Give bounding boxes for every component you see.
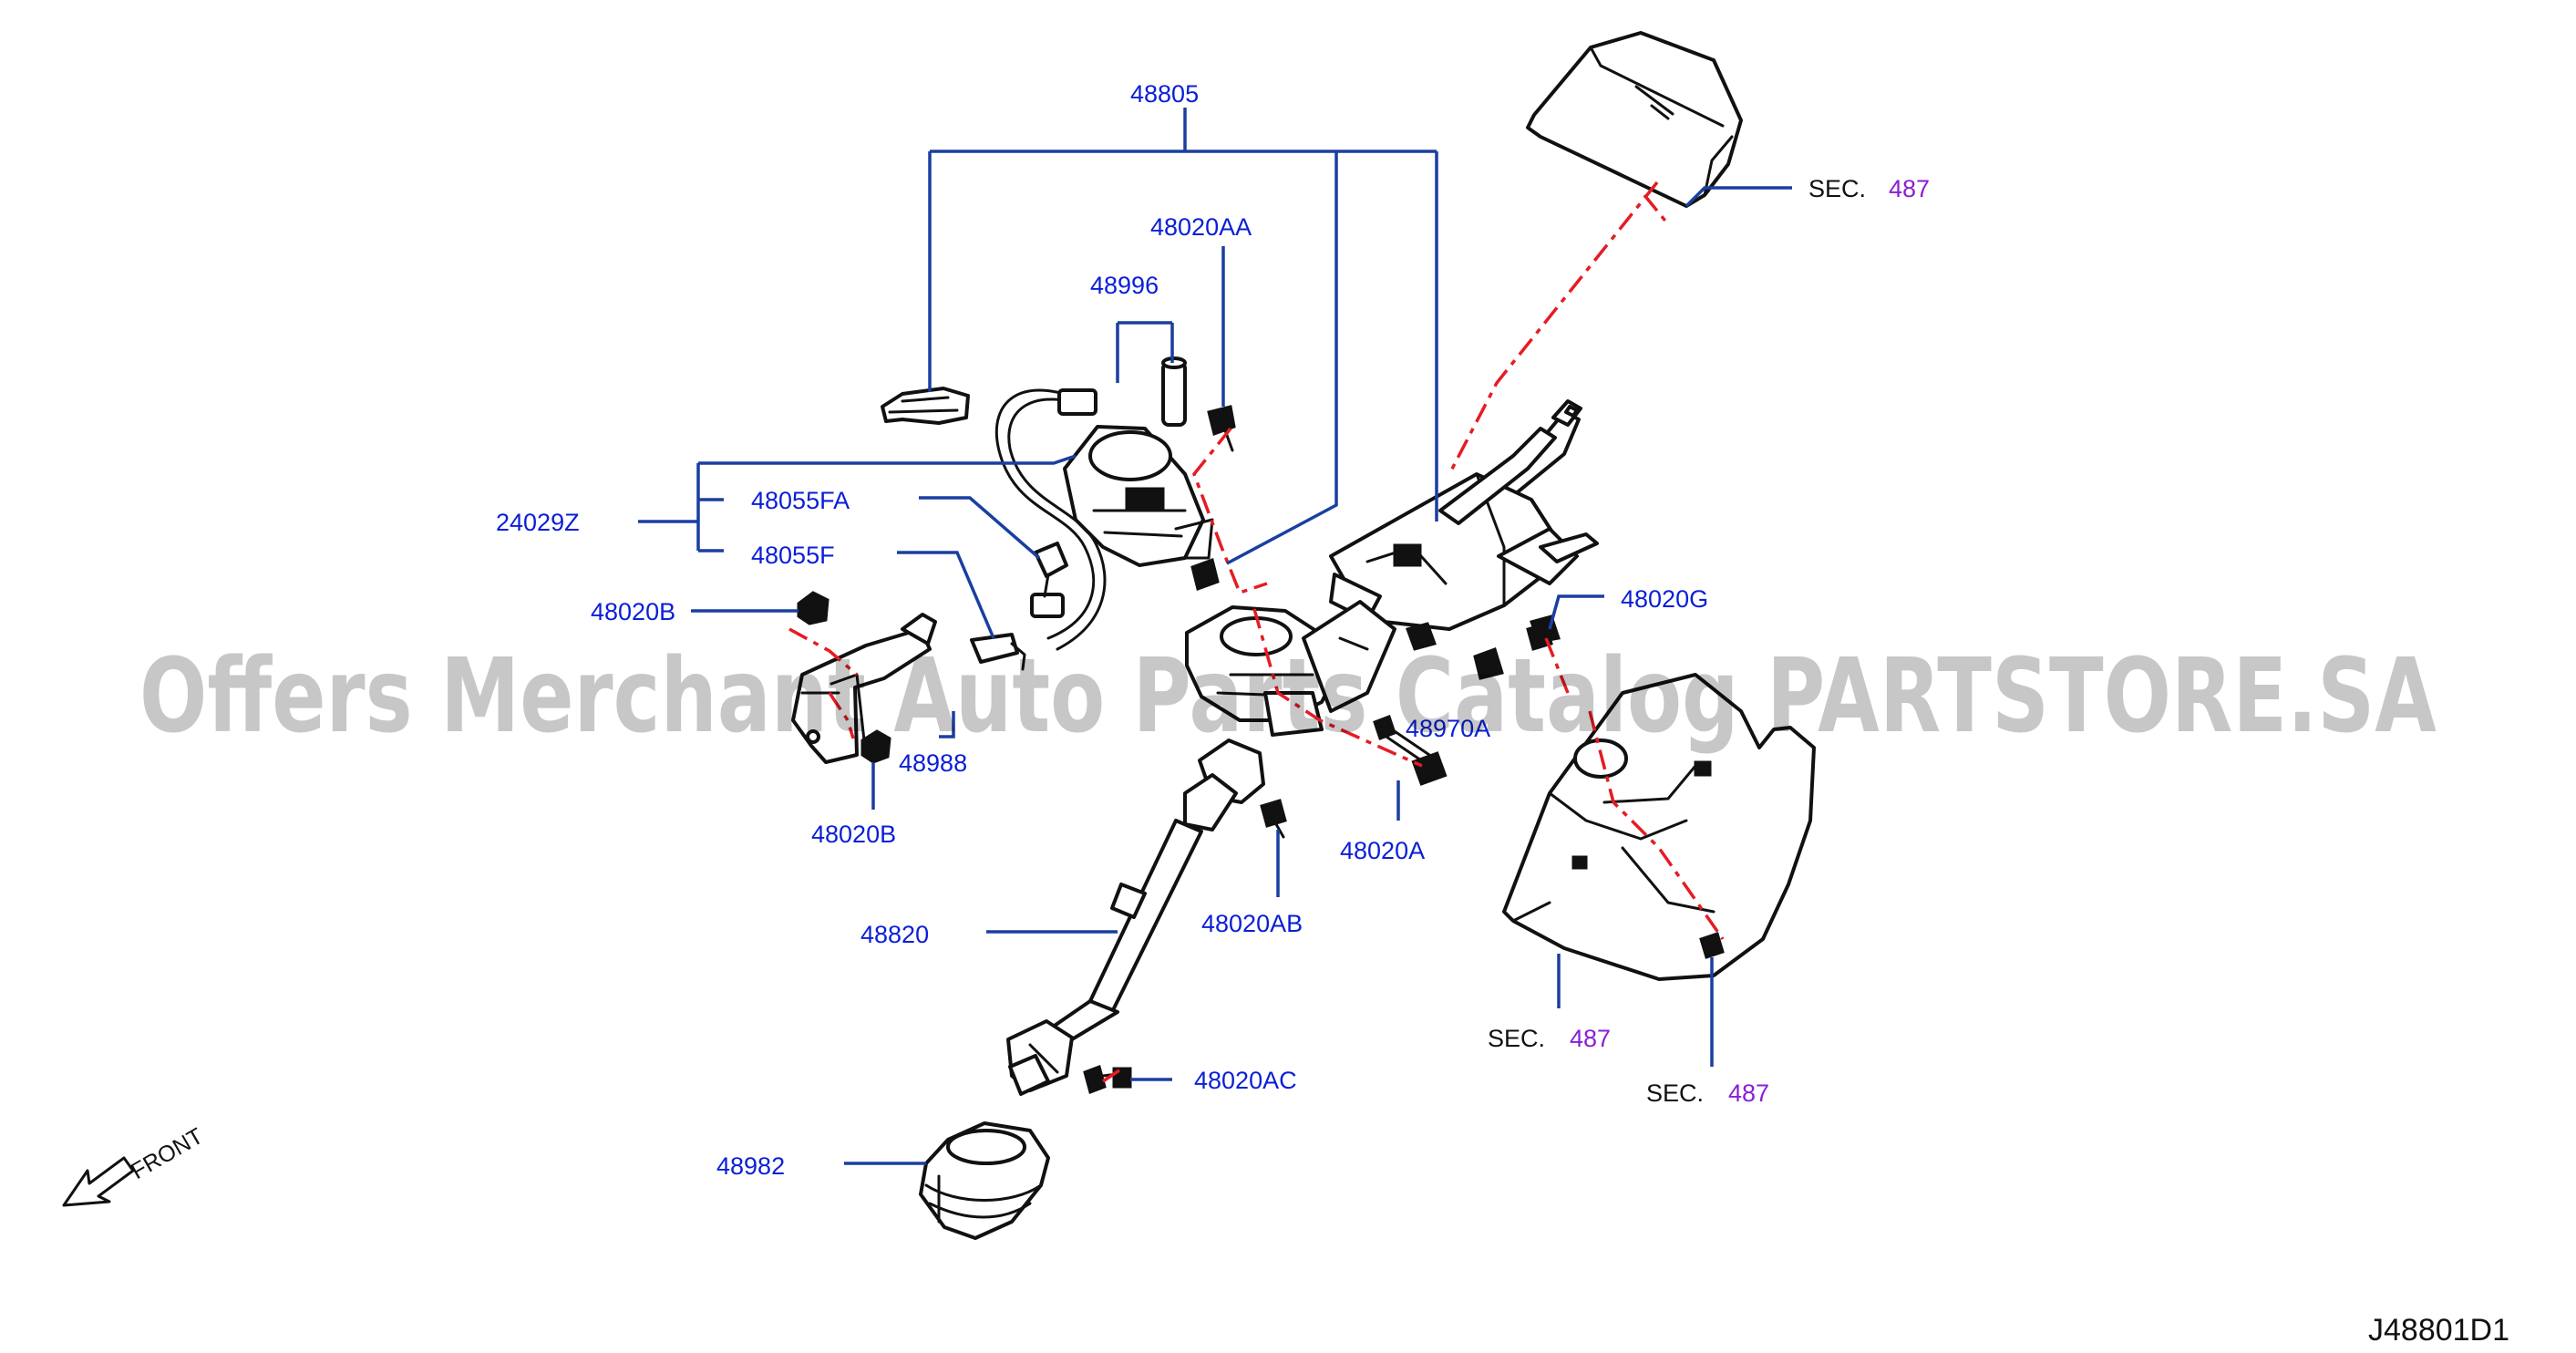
column-small-parts: [1190, 558, 1561, 680]
label-48055FA[interactable]: 48055FA: [751, 487, 850, 514]
label-48805[interactable]: 48805: [1130, 80, 1199, 108]
sec-ref-screw[interactable]: SEC. 487: [1646, 1079, 1769, 1107]
bolt-48020AC: [1083, 1065, 1132, 1094]
label-48020AB[interactable]: 48020AB: [1201, 910, 1303, 937]
main-column-tube: [1438, 427, 1557, 525]
bolt-48020A: [1373, 715, 1448, 786]
screw-48020G: [1526, 622, 1553, 651]
wiring-harness: [994, 388, 1107, 651]
bolt-48020AB: [1260, 799, 1287, 839]
sec-ref-upper-cover[interactable]: SEC. 487: [1808, 175, 1930, 202]
steering-lock-assembly: [1063, 425, 1214, 567]
svg-text:487: 487: [1570, 1025, 1611, 1052]
label-24029Z[interactable]: 24029Z: [496, 509, 580, 536]
label-48970A[interactable]: 48970A: [1406, 715, 1490, 742]
svg-text:487: 487: [1728, 1079, 1769, 1107]
screw-lower-cover: [1699, 932, 1725, 959]
assembly-lines: [788, 181, 1725, 1083]
connector-48055FA: [1034, 542, 1068, 598]
label-48055F[interactable]: 48055F: [751, 542, 835, 569]
cable-tie-clip: [881, 387, 970, 425]
label-48996[interactable]: 48996: [1090, 272, 1159, 299]
svg-text:SEC.: SEC.: [1646, 1079, 1704, 1107]
intermediate-shaft-48820: [1006, 738, 1265, 1096]
bracket-48988: [791, 613, 937, 764]
nut-48020B-bottom: [860, 729, 891, 764]
label-48020AA[interactable]: 48020AA: [1150, 213, 1252, 241]
label-48020B-bottom[interactable]: 48020B: [811, 821, 896, 848]
upper-column-cover: [1526, 31, 1743, 208]
connector-48055F: [970, 633, 1026, 671]
front-indicator: FRONT: [62, 1123, 208, 1207]
label-48982[interactable]: 48982: [716, 1152, 785, 1180]
svg-text:SEC.: SEC.: [1488, 1025, 1545, 1052]
part-labels: 48805 48020AA 48996 24029Z 48055FA 48055…: [496, 80, 1708, 1180]
label-48820[interactable]: 48820: [860, 921, 929, 948]
pin-48996: [1161, 356, 1187, 427]
label-48020B-top[interactable]: 48020B: [591, 598, 675, 625]
label-48988[interactable]: 48988: [899, 749, 967, 777]
label-48020AC[interactable]: 48020AC: [1194, 1067, 1297, 1094]
front-label: FRONT: [127, 1123, 208, 1184]
screw-48020AA: [1207, 405, 1236, 452]
front-arrow-icon: [62, 1156, 135, 1207]
leader-lines: [638, 108, 1792, 1165]
svg-text:SEC.: SEC.: [1808, 175, 1866, 202]
watermark: Offers Merchant Auto Parts Catalog PARTS…: [139, 637, 2437, 756]
nut-48020B-top: [797, 591, 829, 625]
sec-ref-lower-cover[interactable]: SEC. 487: [1488, 1025, 1611, 1052]
drawing-code: J48801D1: [2368, 1313, 2509, 1348]
svg-text:487: 487: [1889, 175, 1930, 202]
label-48020G[interactable]: 48020G: [1621, 585, 1708, 613]
boot-seal-48982: [919, 1121, 1050, 1240]
label-48020A[interactable]: 48020A: [1340, 837, 1425, 864]
section-references: SEC. 487 SEC. 487 SEC. 487: [1488, 175, 1930, 1107]
